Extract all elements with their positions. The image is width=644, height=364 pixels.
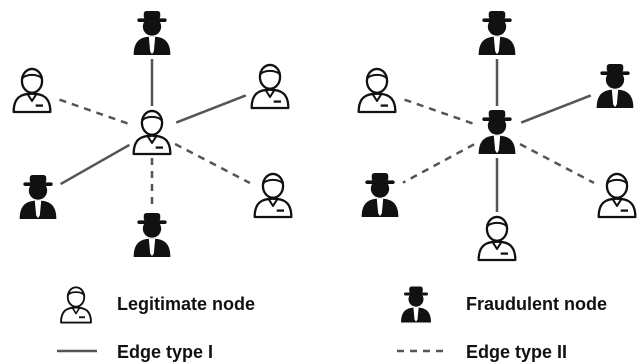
graph-1-fraud-node (133, 11, 171, 55)
graph-1-edge-type-2 (56, 97, 128, 125)
graph-2-fraud-node (478, 11, 516, 55)
graph-1-edge-type-1 (59, 143, 131, 186)
graph-1-edge-type-1 (175, 94, 247, 124)
graph-1-legit-node (253, 172, 293, 219)
graph-1-fraud-node (19, 175, 57, 219)
graph-2-fraud-node (361, 173, 399, 217)
legend-edge-type-2-label: Edge type II (466, 342, 567, 362)
graph-2-edge-type-2 (519, 142, 595, 185)
legend-fraudulent-label: Fraudulent node (466, 294, 607, 314)
legend-legitimate-icon (60, 286, 92, 324)
graph-1-edge-type-2 (174, 142, 251, 185)
graph-1-legit-node (12, 67, 52, 114)
graph-2-edge-type-2 (402, 143, 475, 184)
graph-1-fraud-node (133, 213, 171, 257)
graph-2-edge-type-1 (520, 94, 592, 124)
graph-2-fraud-node (596, 64, 634, 108)
graph-2-legit-node (597, 172, 637, 219)
graph-1-center-legit-node (132, 109, 172, 156)
graph-2-legit-node (357, 67, 397, 114)
legend-fraudulent-icon (401, 286, 431, 323)
graph-1-legit-node (250, 63, 290, 110)
graph-2-center-fraud-node (478, 110, 516, 154)
legend-edge-type-1-label: Edge type I (117, 342, 213, 362)
legend-legitimate-label: Legitimate node (117, 294, 255, 314)
graph-2-legit-node (477, 215, 517, 262)
graph-2-edge-type-2 (401, 97, 473, 125)
